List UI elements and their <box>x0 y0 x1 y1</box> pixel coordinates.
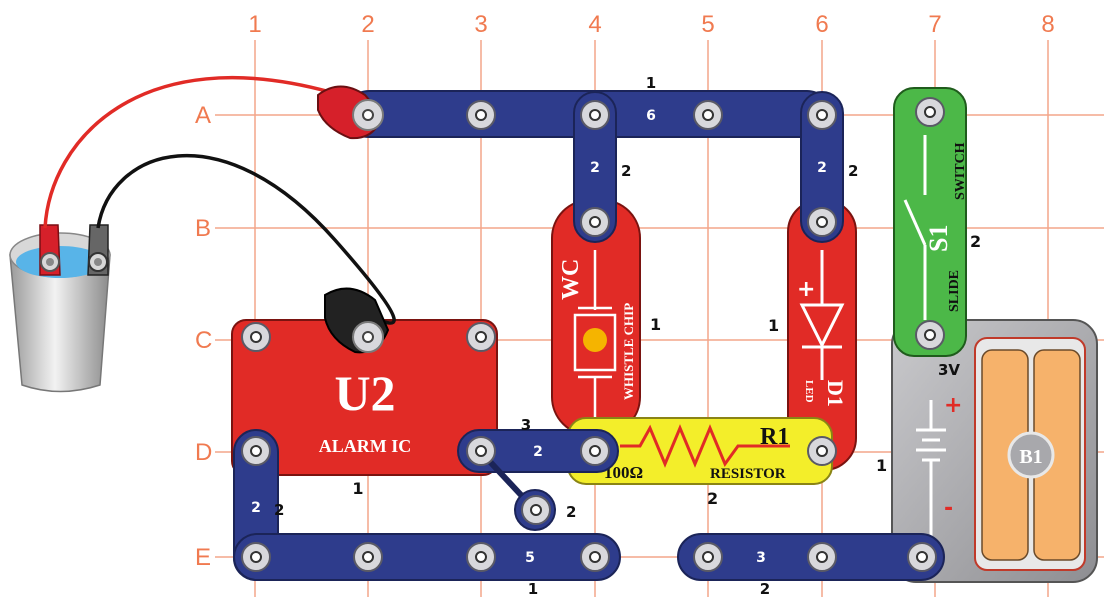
grid-row-label: E <box>195 544 211 571</box>
grid-column-label: 7 <box>928 11 941 38</box>
d1-led[interactable]: + D1 LED 1 <box>768 199 857 471</box>
snap-stud <box>466 436 496 466</box>
d1-name: LED <box>803 380 815 403</box>
b1-voltage: 3V <box>938 361 960 379</box>
grid-row-label: D <box>195 439 212 466</box>
wc-code: WC <box>558 259 584 300</box>
snap-stud <box>807 436 837 466</box>
wc-whistle-chip[interactable]: WC WHISTLE CHIP 1 <box>551 199 661 436</box>
b1-minus: - <box>944 496 953 521</box>
wire-d-small[interactable]: 2 3 <box>457 416 619 473</box>
snap-stud <box>807 542 837 572</box>
wire-col4-ab-size: 2 <box>590 160 600 176</box>
wire-jumper-size: 1 <box>556 506 565 521</box>
grid-row-label: B <box>195 215 211 242</box>
wire-col2-de-size: 2 <box>251 500 261 516</box>
s1-name-a: SLIDE <box>947 270 962 312</box>
grid-column-label: 8 <box>1041 11 1054 38</box>
snap-stud <box>807 100 837 130</box>
wire-e-five[interactable]: 5 1 <box>233 533 621 597</box>
wire-d-small-level: 3 <box>521 416 531 434</box>
wire-col4-ab-level: 2 <box>621 162 631 180</box>
r1-value: 100Ω <box>604 463 643 482</box>
snap-stud <box>807 207 837 237</box>
u2-code: U2 <box>334 365 395 421</box>
snap-stud <box>580 207 610 237</box>
s1-slide-switch[interactable]: S1 SLIDE SWITCH 2 <box>893 87 981 357</box>
grid-column-label: 1 <box>248 11 261 38</box>
d1-level: 1 <box>768 316 779 335</box>
black-probe-connector[interactable] <box>324 287 390 354</box>
snap-stud <box>580 436 610 466</box>
r1-name: RESISTOR <box>710 466 786 482</box>
u2-name: ALARM IC <box>319 436 412 456</box>
snap-stud <box>466 542 496 572</box>
wire-col2-de-level: 2 <box>274 501 284 519</box>
b1-battery-holder[interactable]: B1 3V + - 1 <box>876 319 1098 583</box>
wire-jumper-level: 2 <box>566 503 576 521</box>
d1-plus-symbol: + <box>797 277 815 302</box>
wire-e-five-size: 5 <box>525 550 535 566</box>
snap-stud <box>693 100 723 130</box>
snap-stud <box>466 322 496 352</box>
b1-code: B1 <box>1019 446 1042 468</box>
wire-a-top-level: 1 <box>646 74 656 92</box>
s1-name-b: SWITCH <box>953 142 968 200</box>
grid-column-label: 5 <box>701 11 714 38</box>
snap-stud <box>241 436 271 466</box>
u2-level: 1 <box>352 479 363 498</box>
wire-e-five-level: 1 <box>528 580 538 597</box>
wire-col6-ab[interactable]: 2 2 <box>800 91 858 243</box>
wire-e-three-level: 2 <box>760 580 770 597</box>
snap-stud <box>580 542 610 572</box>
snap-studs <box>241 97 945 572</box>
black-probe-clip[interactable] <box>87 224 109 276</box>
wc-name: WHISTLE CHIP <box>621 303 636 400</box>
snap-stud <box>580 100 610 130</box>
snap-stud <box>466 100 496 130</box>
water-cup <box>9 232 111 393</box>
b1-level: 1 <box>876 456 887 475</box>
s1-code: S1 <box>924 225 953 252</box>
snap-stud <box>353 542 383 572</box>
snap-stud <box>693 542 723 572</box>
snap-stud <box>241 542 271 572</box>
wire-a-top-size: 6 <box>646 108 656 124</box>
red-probe-clip[interactable] <box>39 224 61 276</box>
grid-row-label: A <box>195 102 211 129</box>
grid-column-label: 2 <box>361 11 374 38</box>
wire-e-three-size: 3 <box>756 550 766 566</box>
grid-column-label: 4 <box>588 11 601 38</box>
snap-stud <box>521 495 551 525</box>
wire-col6-ab-level: 2 <box>848 162 858 180</box>
wc-level: 1 <box>650 315 661 334</box>
s1-level: 2 <box>970 232 981 251</box>
wire-col4-ab[interactable]: 2 2 <box>573 91 631 243</box>
wire-col6-ab-size: 2 <box>817 160 827 176</box>
snap-stud <box>915 320 945 350</box>
wire-d-small-size: 2 <box>533 444 543 460</box>
snap-stud <box>907 542 937 572</box>
red-probe-connector[interactable] <box>317 85 384 140</box>
r1-level: 2 <box>707 489 718 508</box>
grid-row-label: C <box>195 327 212 354</box>
snap-stud <box>241 322 271 352</box>
r1-code: R1 <box>760 424 789 450</box>
snap-stud <box>915 97 945 127</box>
b1-plus: + <box>944 393 962 418</box>
grid-column-label: 3 <box>474 11 487 38</box>
grid-column-label: 6 <box>815 11 828 38</box>
r1-resistor[interactable]: R1 100Ω RESISTOR 2 <box>567 417 833 508</box>
d1-code: D1 <box>823 380 848 407</box>
